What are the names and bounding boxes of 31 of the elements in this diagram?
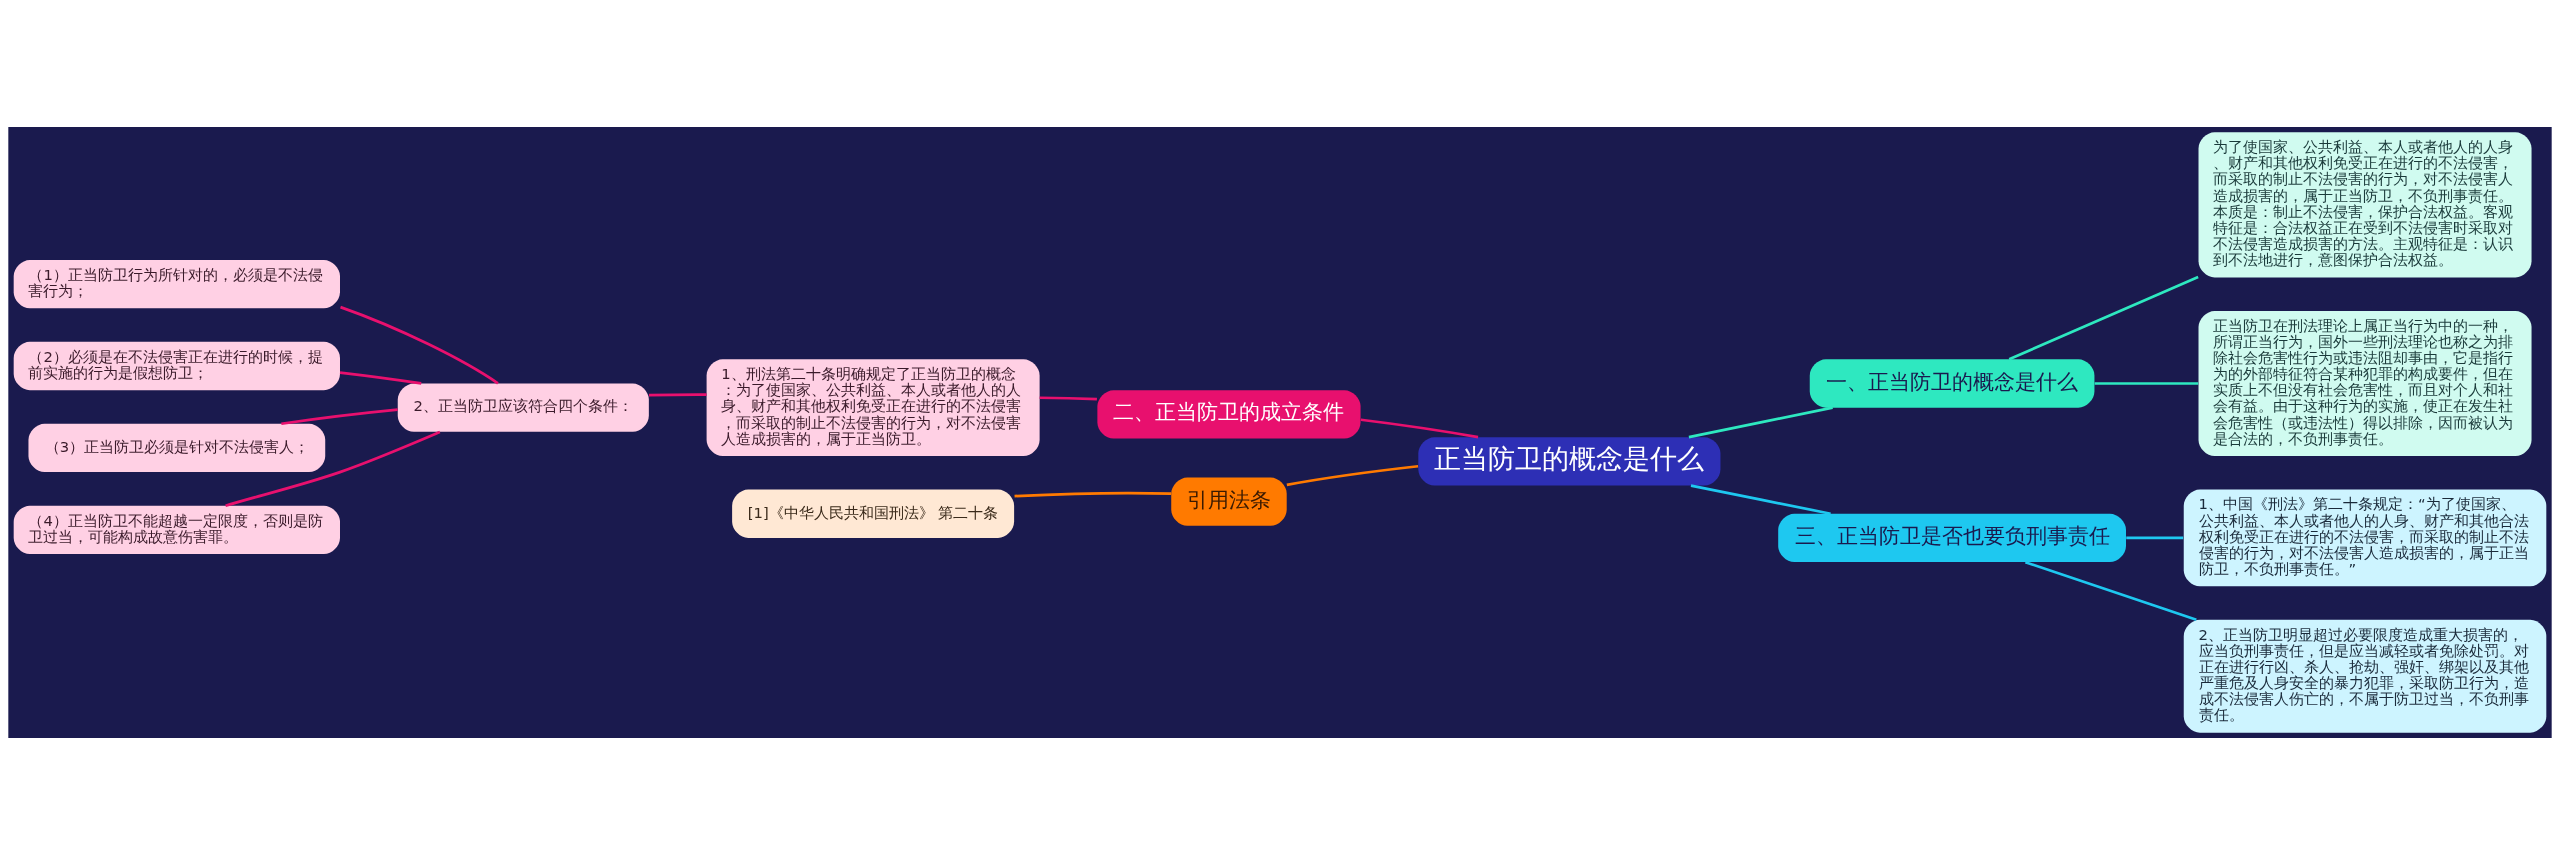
node-box: 2、正当防卫应该符合四个条件：: [397, 383, 649, 432]
connector: [225, 430, 441, 507]
node-box: （3）正当防卫必须是针对不法侵害人；: [28, 423, 326, 473]
connector: [2126, 536, 2184, 540]
connector: [2024, 560, 2197, 622]
connector: [1039, 396, 1097, 401]
node-box: 正当防卫在刑法理论上属正当行为中的一种，所谓正当行为，国外一些刑法理论也称之为排除社会危害性行为或违法阻却事由，它是指行为的外部特征符合某种犯罪的构成要件，但在实质上不但没有社会危害性，而且对个人和社会有益。由于这种行为的实施，使正在发生社会危害性（或违法性）得以排除，因而被认为是合法的，不负刑事责任。: [2198, 310, 2532, 456]
connector: [1286, 464, 1419, 487]
connector: [281, 408, 398, 426]
connector: [1690, 484, 1831, 516]
node-box: 引用法条: [1171, 477, 1287, 526]
connector: [340, 305, 499, 385]
connector: [1360, 418, 1479, 439]
node-box: 为了使国家、公共利益、本人或者他人的人身、财产和其他权利免受正在进行的不法侵害，而采取的制止不法侵害的行为，对不法侵害人造成损害的，属于正当防卫，不负刑事责任。本质是：制止不法侵害，保护合法权益。客观特征是：合法权益正在受到不法侵害时采取对不法侵害造成损害的方法。主观特征是：认识到不法地进行，意图保护合法权益。: [2198, 132, 2532, 278]
node-box: （2）必须是在不法侵害正在进行的时候，提前实施的行为是假想防卫；: [13, 341, 340, 391]
node-box: （4）正当防卫不能超越一定限度，否则是防卫过当，可能构成故意伤害罪。: [13, 505, 340, 555]
node-box: [1]《中华人民共和国刑法》 第二十条: [732, 489, 1015, 538]
connector: [2094, 382, 2199, 385]
connector: [648, 393, 707, 397]
connector: [1688, 406, 1833, 439]
node-box: 三、正当防卫是否也要负刑事责任: [1778, 513, 2126, 563]
connector: [339, 371, 422, 385]
node-box: （1）正当防卫行为所针对的，必须是不法侵害行为；: [13, 259, 340, 309]
node-box: 正当防卫的概念是什么: [1418, 437, 1721, 486]
node-box: 2、正当防卫明显超过必要限度造成重大损害的，应当负刑事责任，但是应当减轻或者免除处罚。对正在进行行凶、杀人、抢劫、强奸、绑架以及其他严重危及人身安全的暴力犯罪，采取防卫行为，造成不法侵害人伤亡的，不属于防卫过当，不负刑事责任。: [2183, 619, 2547, 733]
node-box: 1、中国《刑法》第二十条规定：“为了使国家、公共利益、本人或者他人的人身、财产和其他合法权利免受正在进行的不法侵害，而采取的制止不法侵害的行为，对不法侵害人造成损害的，属于正当防卫，不负刑事责任。”: [2183, 489, 2547, 587]
node-box: 1、刑法第二十条明确规定了正当防卫的概念：为了使国家、公共利益、本人或者他人的人身、财产和其他权利免受正在进行的不法侵害，而采取的制止不法侵害的行为，对不法侵害人造成损害的，属于正当防卫。: [706, 359, 1040, 456]
node-box: 一、正当防卫的概念是什么: [1809, 359, 2095, 408]
connector: [2008, 275, 2199, 361]
node-box: 二、正当防卫的成立条件: [1097, 390, 1361, 439]
connector: [1014, 491, 1172, 498]
